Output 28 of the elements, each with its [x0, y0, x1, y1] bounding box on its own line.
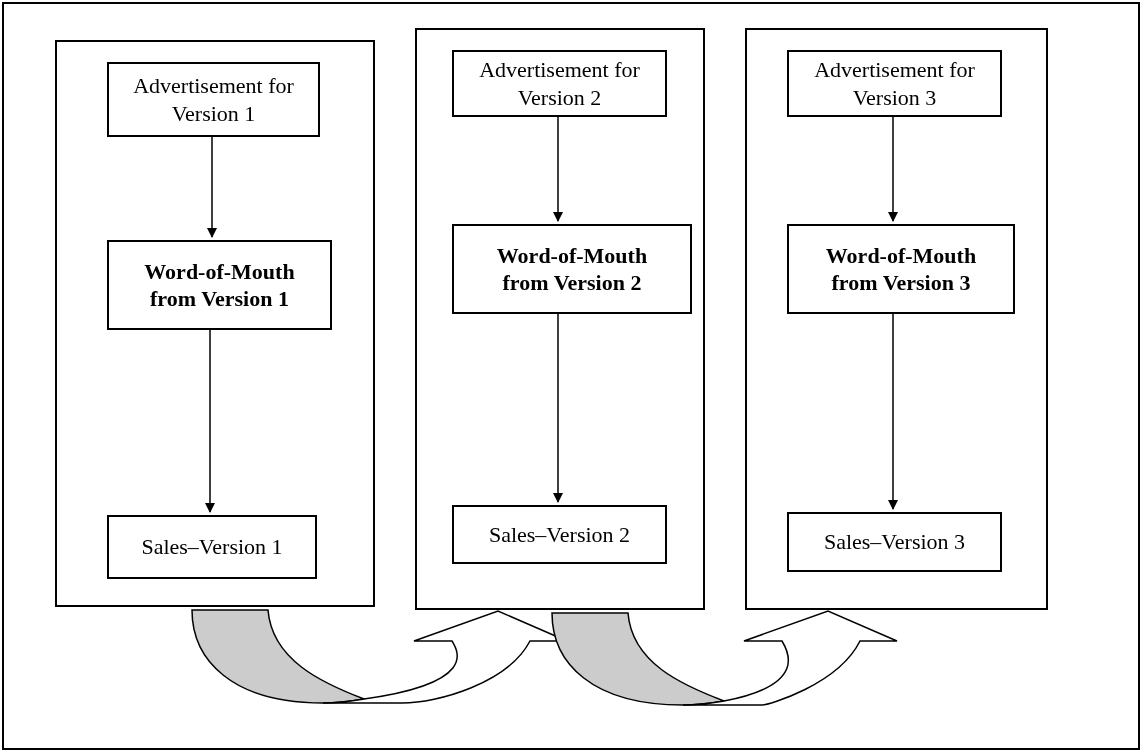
box-label: Sales–Version 2 — [488, 520, 631, 549]
box-label: Word-of-Mouth from Version 2 — [495, 241, 649, 297]
process-box — [787, 224, 1015, 314]
box-label: Word-of-Mouth from Version 1 — [143, 257, 296, 313]
curved-block-arrow — [551, 610, 898, 706]
process-box — [452, 224, 692, 314]
process-box — [107, 240, 332, 330]
arrow — [888, 312, 898, 510]
process-box — [787, 50, 1002, 117]
arrow — [553, 115, 563, 222]
arrow — [207, 135, 217, 238]
box-label: Advertisement for Version 2 — [478, 56, 641, 111]
box-label: Sales–Version 3 — [823, 528, 966, 556]
process-box — [107, 515, 317, 579]
arrow — [553, 312, 563, 503]
process-box — [452, 505, 667, 564]
panel-box — [415, 28, 705, 610]
panel-box — [745, 28, 1048, 610]
box-label: Advertisement for Version 1 — [132, 72, 295, 127]
arrow — [888, 115, 898, 222]
process-box — [107, 62, 320, 137]
process-box — [452, 50, 667, 117]
panel-box — [55, 40, 375, 607]
arrow — [205, 328, 215, 513]
box-label: Advertisement for Version 3 — [813, 56, 976, 111]
box-label: Sales–Version 1 — [141, 533, 283, 561]
process-box — [787, 512, 1002, 572]
box-label: Word-of-Mouth from Version 3 — [824, 241, 978, 297]
